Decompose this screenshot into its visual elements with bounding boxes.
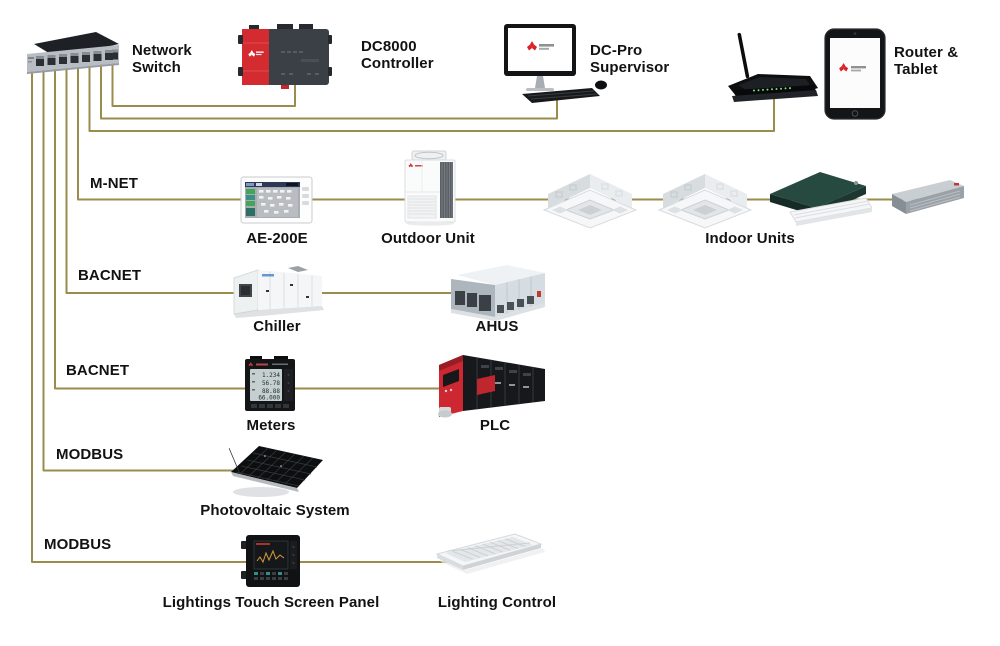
ae200e-label: AE-200E [246,230,308,247]
indoor-cassette-2-image [655,166,755,235]
bus-label-mnet: M-NET [90,175,138,192]
photovoltaic-panel-image [228,444,327,507]
ae200e-controller-image [240,175,314,230]
bacnet-bus-1 [65,58,498,294]
router-tablet-label: Router & Tablet [894,44,959,78]
svg-text:88.88: 88.88 [262,388,280,395]
plc-label: PLC [479,417,511,434]
switch-to-router [88,58,775,132]
indoor-ducted-unit-image [888,176,966,227]
svg-text:1.234: 1.234 [262,372,280,379]
lighting-control-label: Lighting Control [437,594,557,611]
network-switch-label: Network Switch [132,42,192,76]
outdoor-unit-image [402,150,458,231]
bus-label-bacnet-1: BACNET [78,267,142,284]
network-switch-image [26,32,120,87]
bus-label-modbus-1: MODBUS [56,446,124,463]
lighting-panel-label: Lightings Touch Screen Panel [162,594,380,611]
dcpro-supervisor-image [504,24,608,109]
indoor-units-label: Indoor Units [705,230,795,247]
indoor-cassette-1-image [540,166,640,235]
lighting-touch-panel-image [240,533,304,596]
modbus-bus-2 [31,58,478,563]
ahus-label: AHUS [475,318,519,335]
outdoor-unit-label: Outdoor Unit [381,230,475,247]
meters-label: Meters [246,417,296,434]
mitsubishi-logo-icon [527,41,537,51]
modbus-bus-1 [42,58,268,472]
mitsubishi-logo-icon [839,63,849,72]
power-meter-image: 1.234 56.78 88.88 66.000 [244,355,298,420]
tablet-image [824,28,886,125]
ahus-image [449,263,547,326]
svg-text:56.78: 56.78 [262,380,280,387]
indoor-concealed-unit-image [768,168,873,235]
chiller-image [232,260,324,327]
photovoltaic-label: Photovoltaic System [200,502,350,519]
mitsubishi-logo-icon [248,362,254,367]
dc8000-label: DC8000 Controller [361,38,434,72]
dcpro-label: DC-Pro Supervisor [590,42,670,76]
switch-to-dcpro-supervisor [100,58,558,120]
switch-to-dc8000 [111,58,296,107]
router-image [724,30,822,111]
chiller-label: Chiller [253,318,301,335]
svg-text:66.000: 66.000 [258,395,280,402]
plc-image [437,351,549,424]
bacnet-bus-2 [54,58,494,390]
bus-label-bacnet-2: BACNET [66,362,130,379]
mitsubishi-logo-icon [248,50,264,57]
bus-label-modbus-2: MODBUS [44,536,112,553]
dc8000-controller-image [237,23,333,96]
mitsubishi-logo-icon [408,163,414,168]
mnet-bus [77,58,938,201]
lighting-control-image [433,532,545,589]
